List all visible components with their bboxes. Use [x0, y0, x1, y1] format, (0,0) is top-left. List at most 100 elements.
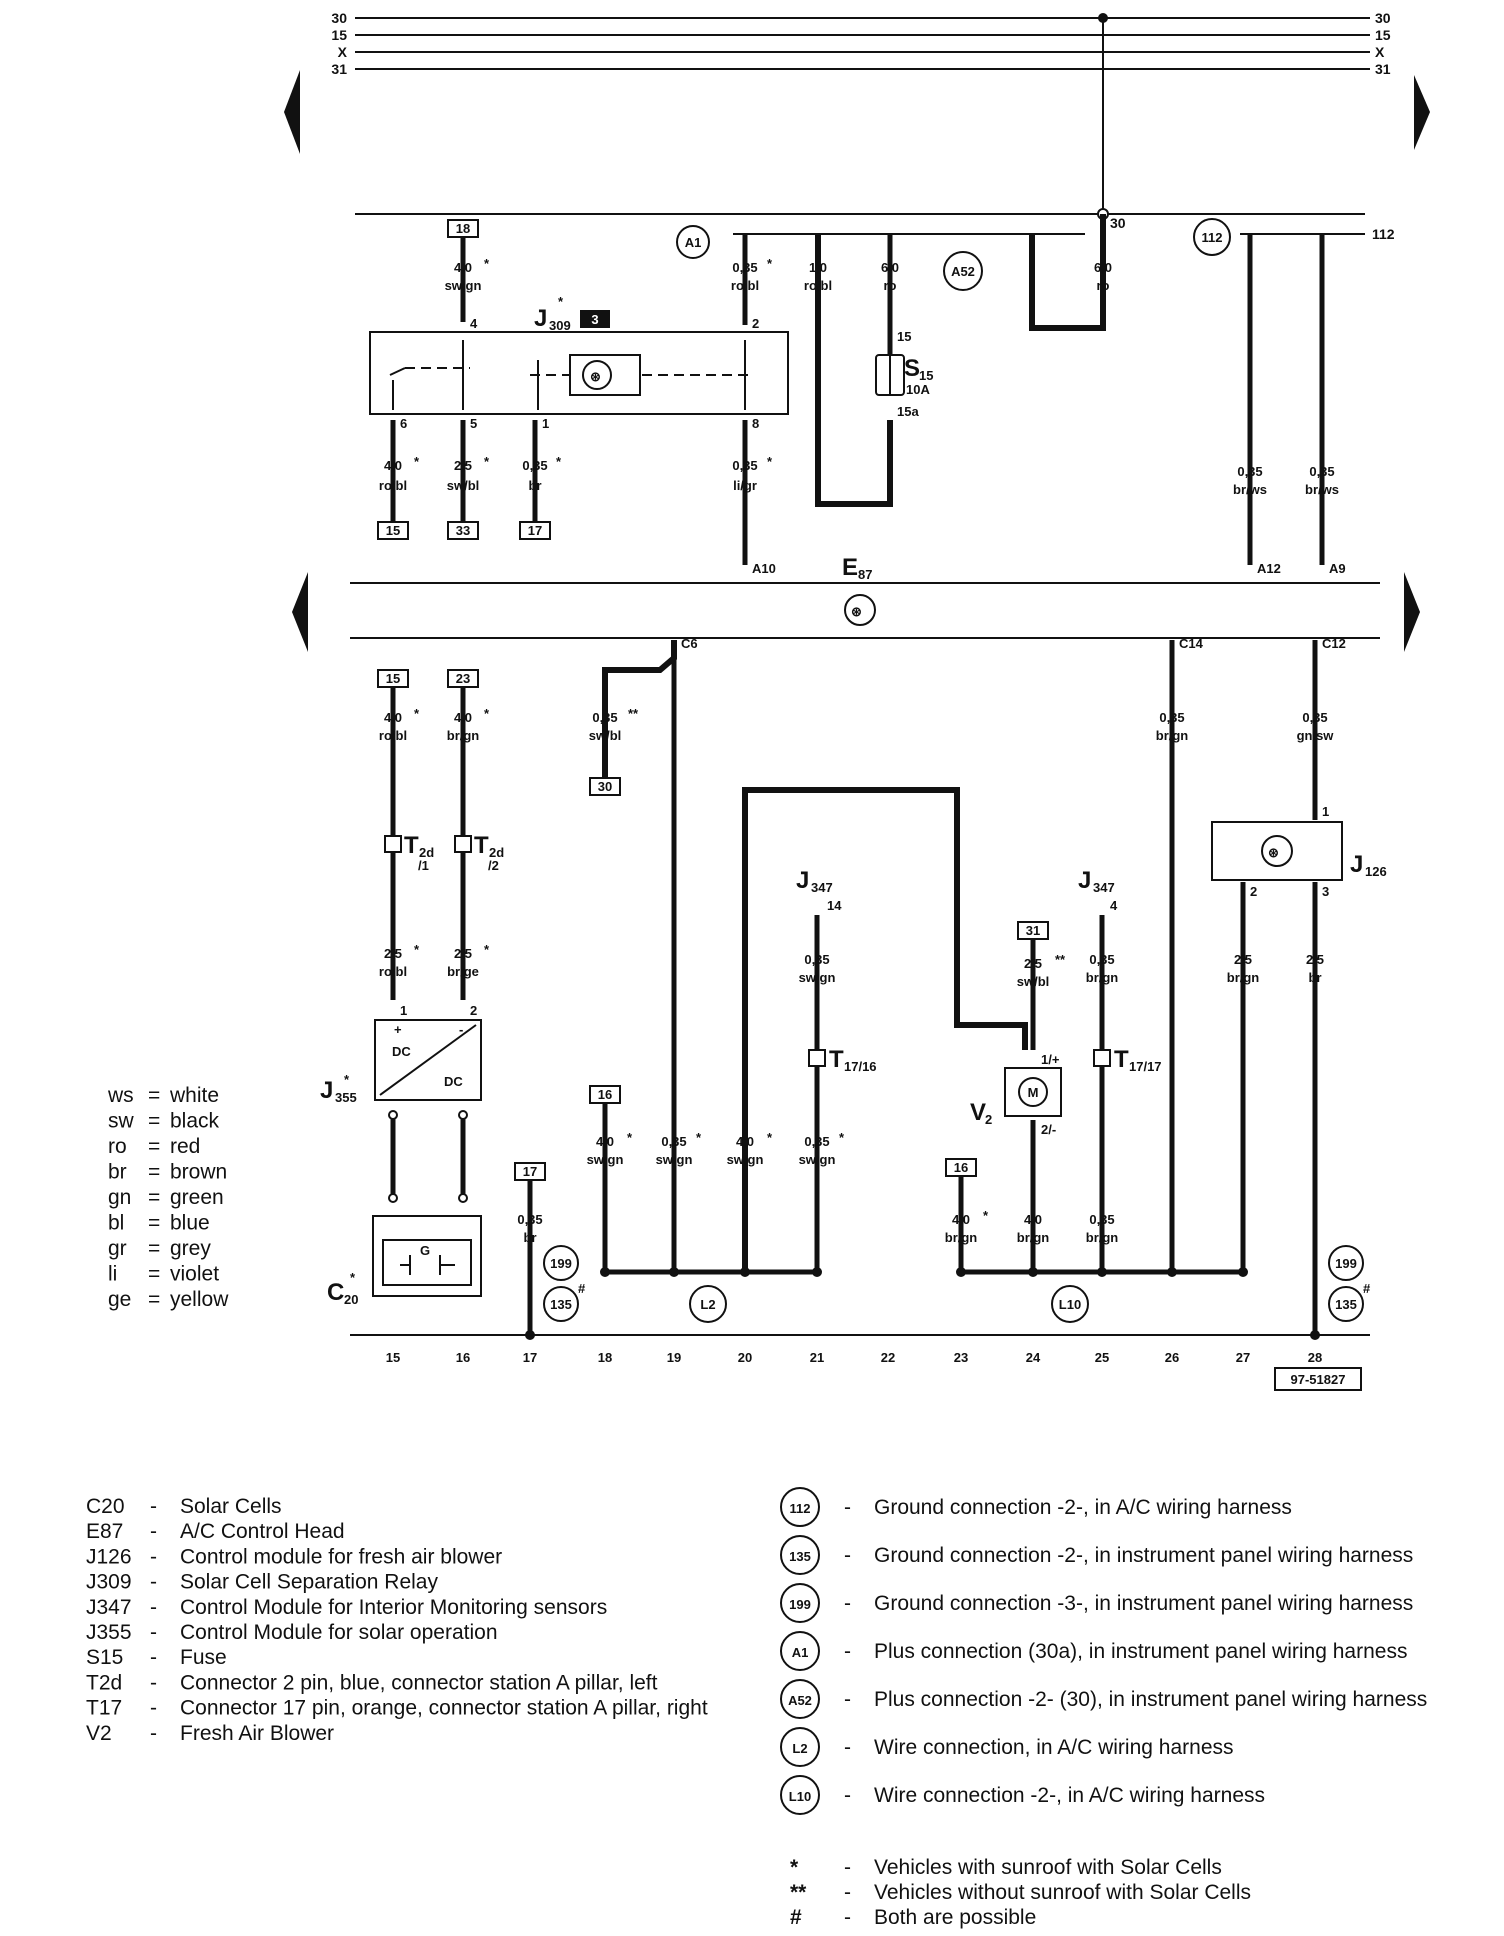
svg-text:br: br	[524, 1230, 537, 1245]
svg-text:2,5: 2,5	[384, 946, 402, 961]
svg-text:20: 20	[344, 1292, 358, 1307]
connection-desc: Wire connection, in A/C wiring harness	[874, 1736, 1234, 1759]
component-desc: Connector 2 pin, blue, connector station…	[180, 1671, 658, 1694]
svg-text:A9: A9	[1329, 561, 1346, 576]
wire-ro-30: 6,0 ro	[1029, 214, 1112, 331]
component-dash: -	[150, 1596, 157, 1619]
wire-28-br: 3 2,5 br	[1306, 882, 1329, 1340]
svg-text:gn/sw: gn/sw	[1297, 728, 1335, 743]
connection-l10: L10	[1051, 1285, 1089, 1323]
column-number: 15	[386, 1350, 400, 1365]
svg-text:1: 1	[400, 1003, 407, 1018]
svg-text:2,5: 2,5	[454, 946, 472, 961]
fuse-s15: 15 S 15 10A 15a	[875, 329, 933, 419]
svg-text:5: 5	[470, 416, 477, 431]
connection-legend-item: L10-Wire connection -2-, in A/C wiring h…	[780, 1775, 1265, 1815]
note-desc: Vehicles without sunroof with Solar Cell…	[874, 1881, 1251, 1904]
svg-text:87: 87	[858, 567, 872, 582]
svg-text:*: *	[414, 706, 420, 721]
svg-text:2/-: 2/-	[1041, 1122, 1056, 1137]
svg-text:15: 15	[919, 368, 933, 383]
control-head-e87: E 87 ⊛	[350, 554, 1380, 639]
connection-desc: Plus connection (30a), in instrument pan…	[874, 1640, 1407, 1663]
svg-text:15: 15	[897, 329, 911, 344]
component-code: E87	[86, 1520, 123, 1543]
connection-l2: L2	[689, 1285, 727, 1323]
color-name: blue	[170, 1212, 210, 1235]
column-number: 28	[1308, 1350, 1322, 1365]
color-equals: =	[148, 1110, 160, 1133]
connection-dash: -	[844, 1784, 851, 1807]
svg-text:0,35: 0,35	[1237, 464, 1262, 479]
rail-label-x: X	[338, 44, 348, 60]
svg-text:16: 16	[954, 1160, 968, 1175]
svg-text:*: *	[558, 294, 564, 309]
svg-text:L10: L10	[1059, 1297, 1081, 1312]
svg-text:0,35: 0,35	[804, 952, 829, 967]
connection-dash: -	[844, 1688, 851, 1711]
svg-text:*: *	[484, 454, 490, 469]
svg-text:4,0: 4,0	[736, 1134, 754, 1149]
color-name: green	[170, 1186, 224, 1209]
svg-text:0,35: 0,35	[1309, 464, 1334, 479]
svg-text:2d: 2d	[419, 845, 434, 860]
color-equals: =	[148, 1237, 160, 1260]
svg-text:17: 17	[528, 523, 542, 538]
component-code: V2	[86, 1722, 112, 1745]
svg-text:1,0: 1,0	[809, 260, 827, 275]
svg-text:A10: A10	[752, 561, 776, 576]
column-number: 16	[456, 1350, 470, 1365]
svg-text:*: *	[484, 706, 490, 721]
connection-dash: -	[844, 1544, 851, 1567]
svg-text:**: **	[1055, 952, 1066, 967]
svg-text:/2: /2	[488, 858, 499, 873]
svg-text:#: #	[1363, 1281, 1371, 1296]
svg-text:0,35: 0,35	[1302, 710, 1327, 725]
svg-text:T: T	[829, 1046, 844, 1073]
svg-text:A12: A12	[1257, 561, 1281, 576]
wire-20-sw-gn: 4,0 * sw/gn	[727, 787, 1028, 1272]
note-dash: -	[844, 1881, 851, 1904]
connection-legend-item: 112-Ground connection -2-, in A/C wiring…	[780, 1487, 1292, 1527]
svg-text:15a: 15a	[897, 404, 919, 419]
note-symbol: **	[790, 1881, 807, 1904]
relay-j309: J 309 * 3 ⊛	[369, 294, 789, 415]
svg-text:6,0: 6,0	[1094, 260, 1112, 275]
svg-text:*: *	[556, 454, 562, 469]
bus-112-label: 112	[1372, 226, 1395, 242]
svg-text:4,0: 4,0	[384, 710, 402, 725]
svg-text:sw/gn: sw/gn	[587, 1152, 624, 1167]
svg-text:sw/gn: sw/gn	[445, 278, 482, 293]
svg-text:8: 8	[752, 416, 759, 431]
svg-text:ro: ro	[884, 278, 897, 293]
wire-26-c14-br-gn: C14 0,35 br/gn	[1156, 636, 1204, 1272]
svg-text:0,35: 0,35	[732, 260, 757, 275]
connection-code: L10	[789, 1789, 811, 1804]
svg-text:sw/gn: sw/gn	[656, 1152, 693, 1167]
wire-a1-ro-bl: 0,35 * ro/bl 2	[731, 234, 773, 331]
wire-5-sw-bl: 5 2,5 * sw/bl 33	[447, 416, 490, 540]
color-code: sw	[108, 1110, 135, 1133]
svg-text:0,35: 0,35	[1089, 1212, 1114, 1227]
svg-text:2: 2	[470, 1003, 477, 1018]
connection-dash: -	[844, 1496, 851, 1519]
color-name: yellow	[170, 1288, 229, 1311]
note-dash: -	[844, 1906, 851, 1929]
connection-desc: Ground connection -2-, in instrument pan…	[874, 1544, 1413, 1567]
svg-text:4: 4	[1110, 898, 1118, 913]
svg-text:355: 355	[335, 1090, 357, 1105]
svg-text:DC: DC	[392, 1044, 411, 1059]
component-code: J347	[86, 1596, 132, 1619]
wire-8-li-gr: 8 0,35 * li/gr A10	[732, 416, 776, 576]
svg-text:J: J	[1350, 851, 1363, 878]
svg-text:2: 2	[985, 1112, 992, 1127]
component-desc: Connector 17 pin, orange, connector stat…	[180, 1697, 708, 1720]
component-dash: -	[150, 1621, 157, 1644]
svg-text:J: J	[320, 1077, 333, 1104]
svg-text:sw/bl: sw/bl	[447, 478, 480, 493]
connection-199-right: 199 135 #	[1328, 1245, 1371, 1322]
note-symbol: #	[790, 1906, 802, 1929]
wire-c6-sw-bl: C6 0,35 ** sw/bl 30	[589, 636, 698, 1272]
svg-text:14: 14	[827, 898, 842, 913]
